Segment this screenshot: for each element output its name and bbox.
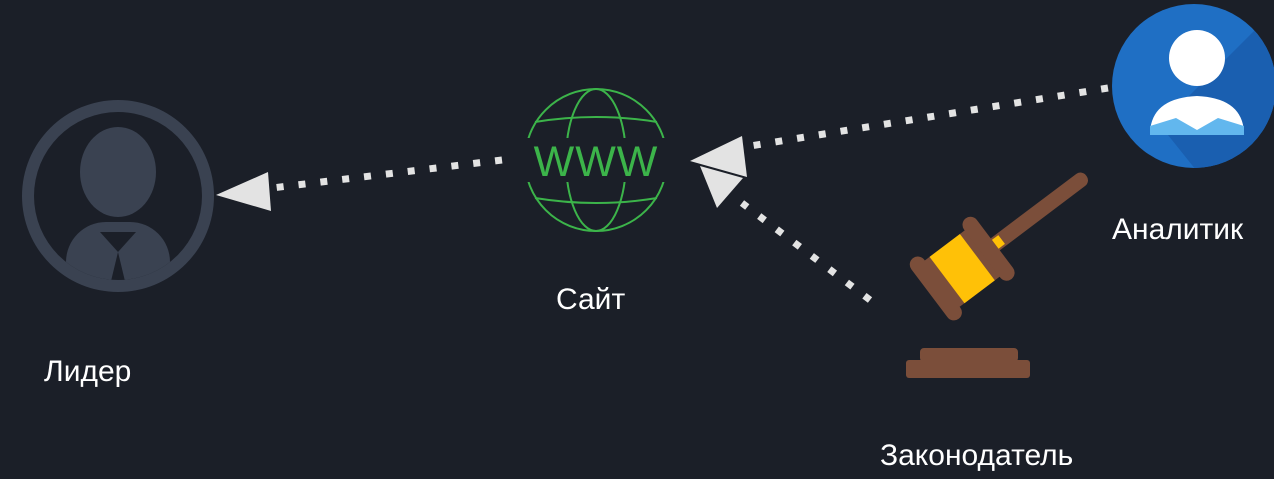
globe-icon: WWW bbox=[520, 88, 672, 232]
site-label: Сайт bbox=[556, 283, 626, 316]
leader-avatar-icon bbox=[22, 100, 214, 292]
gavel-icon bbox=[906, 172, 1088, 378]
arrowhead bbox=[700, 166, 743, 208]
analyst-avatar-icon bbox=[1112, 4, 1274, 168]
arrowhead bbox=[690, 136, 747, 177]
analyst-label: Аналитик bbox=[1112, 213, 1244, 246]
connector-analyst-to-site bbox=[690, 84, 1109, 177]
connector-line bbox=[271, 156, 503, 192]
connector-line bbox=[739, 200, 873, 303]
globe-www-text: WWW bbox=[534, 138, 659, 186]
leader-label: Лидер bbox=[44, 355, 132, 388]
legislator-label: Законодатель bbox=[880, 439, 1074, 472]
connector-line bbox=[749, 84, 1109, 150]
connector-legislator-to-site bbox=[700, 166, 873, 303]
arrowhead bbox=[216, 172, 271, 211]
connector-site-to-leader bbox=[216, 156, 503, 211]
